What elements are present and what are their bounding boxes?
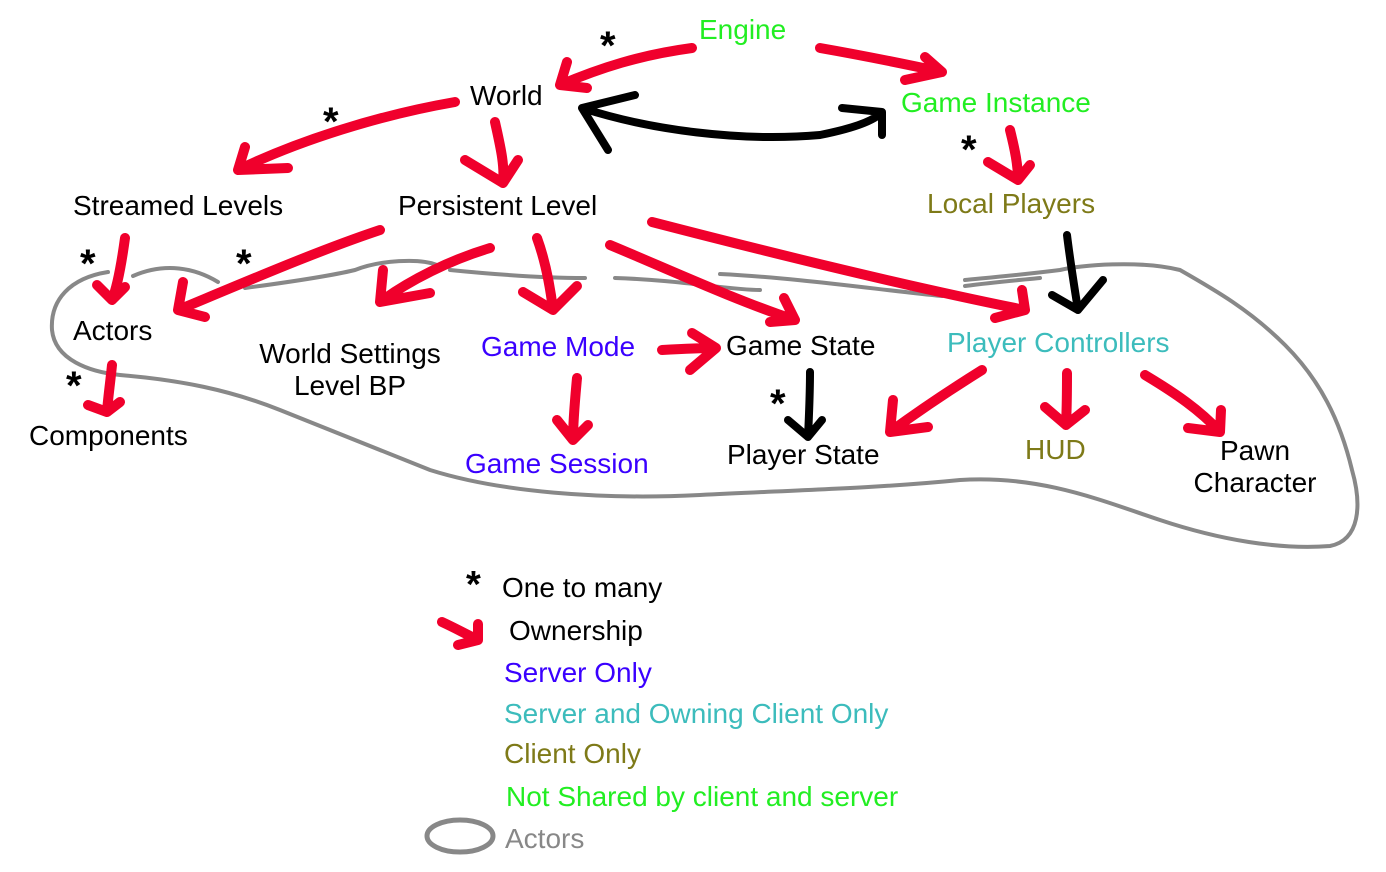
- one-to-many-star-icon: *: [66, 364, 82, 408]
- node-game-state: Game State: [726, 330, 876, 361]
- node-actors: Actors: [73, 315, 153, 346]
- arrow-streamed-levels-to-actors: [92, 233, 130, 305]
- one-to-many-star-icon: *: [323, 100, 339, 144]
- node-engine: Engine: [699, 14, 787, 45]
- node-world-settings: World Settings Level BP: [240, 338, 460, 402]
- one-to-many-star-icon: *: [600, 24, 616, 68]
- node-pawn-character: Pawn Character: [1180, 435, 1330, 499]
- legend-actors: Actors: [505, 823, 585, 854]
- arrow-world-game-instance-bidirectional: [578, 91, 886, 154]
- one-to-many-star-icon: *: [236, 242, 252, 286]
- arrow-engine-to-world: [555, 43, 697, 93]
- arrow-game-state-to-player-state: [784, 368, 826, 441]
- node-level-bp-label: Level BP: [293, 370, 407, 402]
- node-persistent-level: Persistent Level: [398, 190, 598, 221]
- legend-star-icon: *: [466, 564, 481, 606]
- legend-ownership-arrow-icon: [437, 617, 483, 650]
- one-to-many-star-icon: *: [961, 128, 977, 172]
- node-hud: HUD: [1025, 434, 1086, 465]
- node-world-settings-label: World Settings: [259, 338, 441, 369]
- legend-one-to-many: One to many: [502, 572, 663, 603]
- arrow-game-mode-to-game-session: [552, 373, 593, 445]
- arrow-player-controllers-to-pawn: [1140, 370, 1226, 437]
- arrow-engine-to-game-instance: [815, 43, 947, 85]
- arrow-persistent-to-game-state: [605, 240, 800, 327]
- node-player-controllers: Player Controllers: [947, 327, 1170, 358]
- actors-region-outline: [49, 262, 1360, 549]
- arrow-actors-to-components: [83, 360, 125, 417]
- legend-client-only: Client Only: [504, 738, 641, 769]
- arrow-player-controllers-to-player-state: [885, 365, 987, 437]
- arrow-game-instance-to-local-players: [983, 125, 1035, 185]
- actors-region-outline-top: [131, 258, 1042, 298]
- node-game-instance: Game Instance: [901, 87, 1091, 118]
- arrow-persistent-to-player-controllers: [647, 217, 1030, 323]
- node-character-label: Character: [1193, 467, 1317, 499]
- legend-server-and-owning-client-only: Server and Owning Client Only: [504, 698, 889, 729]
- arrow-persistent-to-game-mode: [518, 233, 582, 315]
- arrow-player-controllers-to-hud: [1040, 368, 1090, 430]
- node-game-session: Game Session: [465, 448, 649, 479]
- node-components: Components: [29, 420, 188, 451]
- one-to-many-star-icon: *: [80, 242, 96, 286]
- node-local-players: Local Players: [927, 188, 1096, 219]
- legend-actors-outline-icon: [424, 817, 496, 855]
- arrow-local-players-to-player-controllers: [1048, 231, 1107, 314]
- arrow-persistent-to-world-settings: [375, 243, 495, 307]
- arrow-persistent-to-actors: [173, 225, 385, 322]
- arrow-game-mode-to-game-state: [657, 328, 721, 375]
- node-player-state: Player State: [727, 439, 880, 470]
- arrow-world-to-streamed-levels: [233, 97, 460, 175]
- node-pawn-label: Pawn: [1219, 435, 1291, 466]
- legend-ownership: Ownership: [509, 615, 643, 646]
- arrow-world-to-persistent-level: [460, 117, 523, 188]
- one-to-many-star-icon: *: [770, 382, 786, 426]
- node-game-mode: Game Mode: [481, 331, 636, 362]
- legend-not-shared: Not Shared by client and server: [506, 781, 899, 812]
- legend-server-only: Server Only: [504, 657, 652, 688]
- node-streamed-levels: Streamed Levels: [73, 190, 284, 221]
- node-world: World: [470, 80, 543, 111]
